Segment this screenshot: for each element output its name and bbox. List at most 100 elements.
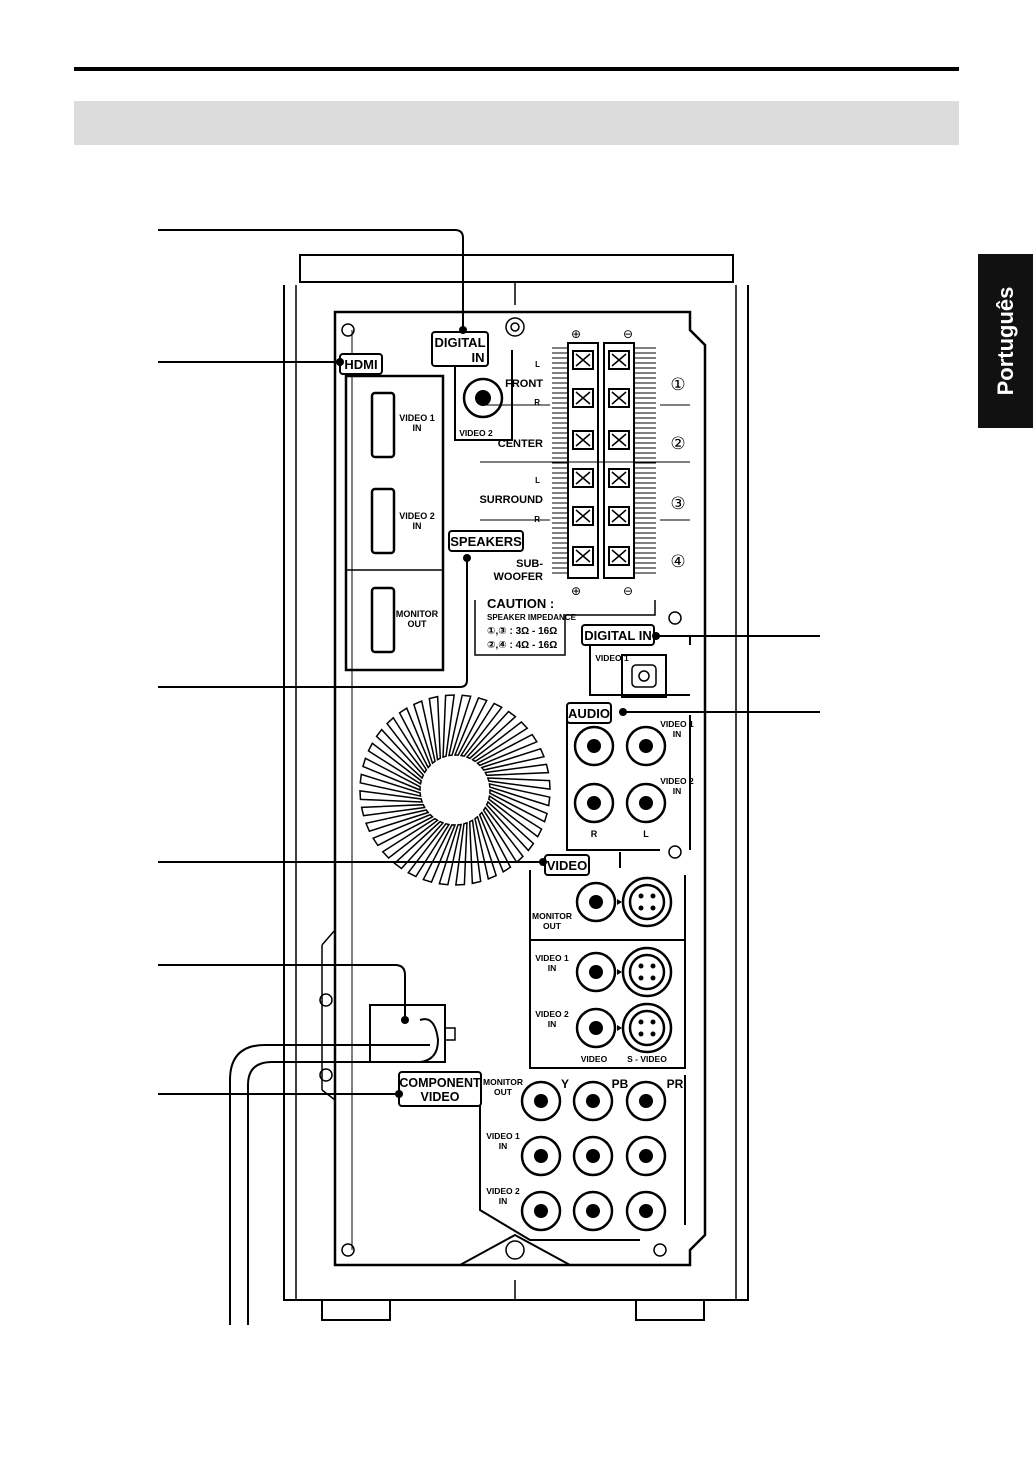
speaker-plus-top: ⊕ (571, 327, 581, 341)
coax-jack (475, 390, 491, 406)
svg-text:L: L (535, 476, 540, 485)
channel-number-4: ④ (670, 552, 685, 571)
fan-slot (447, 694, 472, 757)
optical-jack (621, 654, 667, 698)
fan-slot (485, 800, 535, 852)
callout-digital-in-top (158, 229, 464, 330)
svg-text:R: R (534, 398, 540, 407)
fan-slot (453, 697, 488, 756)
hdmi-port-monitor (370, 586, 396, 654)
fan-slot (468, 819, 482, 885)
speaker-terminal-clip (608, 506, 630, 526)
fan-slot (422, 824, 457, 883)
component-video-block: MONITOR OUT Y PB PR VIDEO 1 IN VIDEO 2 I… (398, 1071, 686, 1241)
fan-slot (486, 777, 551, 791)
fan-slot (484, 763, 550, 777)
callout-lines (158, 229, 820, 1095)
callout-speakers (158, 558, 468, 688)
coax-video2-label: VIDEO 2 (459, 428, 493, 438)
fan-slot (364, 809, 430, 833)
svg-text:IN: IN (499, 1141, 508, 1151)
speaker-terminal-cross (575, 471, 591, 485)
svg-text:IN: IN (548, 963, 557, 973)
speaker-terminal-clip (608, 388, 630, 408)
speaker-terminals: ⊕ ⊖ ⊕ ⊖ FRONT L R CENTER SURROUND L R SU… (448, 327, 690, 656)
component-video1-label: VIDEO 1 (486, 1131, 520, 1141)
digital-in-top-label: DIGITAL (434, 335, 485, 350)
speaker-terminal-clip (572, 430, 594, 450)
audio-block: VIDEO 1 IN VIDEO 2 IN R L AUDIO (566, 702, 694, 851)
speaker-terminal-cross (611, 391, 627, 405)
video-video2-label: VIDEO 2 (535, 1009, 569, 1019)
unit-body (229, 254, 749, 1325)
fan-slot (407, 822, 451, 878)
callout-power-cord (158, 964, 406, 1020)
svg-text:IN: IN (472, 350, 485, 365)
speaker-terminal-cross (575, 391, 591, 405)
fan-slot (428, 695, 442, 761)
hdmi-video1-label: VIDEO 1 (399, 413, 435, 423)
audio-label: AUDIO (568, 706, 610, 721)
fan-slot (465, 710, 517, 760)
svg-text:R: R (534, 515, 540, 524)
fan-slot (359, 789, 424, 803)
video-label: VIDEO (547, 858, 587, 873)
channel-number-2: ② (670, 434, 685, 453)
speaker-terminal-clip (608, 546, 630, 566)
speaker-terminal-clip (572, 468, 594, 488)
audio-l-label: L (643, 829, 649, 839)
fan-slot (412, 699, 436, 765)
fan-slot (372, 813, 434, 847)
fan-slot (476, 733, 538, 767)
language-tab: Português (978, 254, 1033, 428)
svg-text:IN: IN (413, 423, 422, 433)
channel-number-1: ① (670, 375, 685, 394)
fan-slot (454, 821, 468, 886)
speaker-terminal-cross (611, 353, 627, 367)
fan-slot (398, 707, 432, 769)
channel-number-3: ③ (670, 494, 685, 513)
hdmi-block: VIDEO 1 IN VIDEO 2 IN MONITOR OUT HDMI (339, 353, 445, 672)
audio-video1-label: VIDEO 1 (660, 719, 694, 729)
screws (319, 317, 682, 1260)
hdmi-label: HDMI (344, 357, 377, 372)
fan-slot (386, 716, 428, 774)
fan-slot (459, 702, 503, 758)
speaker-minus-top: ⊖ (623, 327, 633, 341)
front-label: FRONT (505, 378, 543, 390)
component-monitor-label: MONITOR (483, 1077, 523, 1087)
fan-slot (359, 773, 422, 798)
fan-slot (367, 742, 423, 786)
impedance-row-2: ②,④ : 4Ω - 16Ω (487, 640, 557, 651)
fan-slot (381, 817, 439, 859)
svg-text:IN: IN (548, 1019, 557, 1029)
svg-text:OUT: OUT (543, 921, 562, 931)
video-composite-label: VIDEO (581, 1054, 608, 1064)
speaker-terminal-clip (608, 430, 630, 450)
hdmi-port-video2 (370, 487, 396, 555)
fan-slot (360, 803, 426, 817)
fan-slot (474, 815, 498, 881)
fan-slot (478, 811, 512, 873)
fan-slot (489, 788, 548, 823)
speaker-terminal-clip (572, 546, 594, 566)
component-video2-label: VIDEO 2 (486, 1186, 520, 1196)
fan-slot (488, 782, 551, 807)
video-block: MONITOR OUT VIDEO 1 IN VIDEO 2 IN VIDEO … (529, 852, 686, 1069)
speaker-terminal-cross (575, 433, 591, 447)
speaker-plus-bottom: ⊕ (571, 584, 581, 598)
fan-slot (438, 823, 463, 886)
speaker-terminal-cross (611, 509, 627, 523)
hdmi-port-video1 (370, 391, 396, 459)
hdmi-video2-label: VIDEO 2 (399, 511, 435, 521)
subwoofer-label: SUB- (516, 558, 543, 570)
svg-text:OUT: OUT (408, 619, 428, 629)
speaker-terminal-cross (575, 509, 591, 523)
audio-r-label: R (591, 829, 598, 839)
speaker-terminal-cross (611, 471, 627, 485)
component-video-label: COMPONENT (399, 1076, 481, 1090)
speaker-terminal-clip (608, 350, 630, 370)
audio-video2-label: VIDEO 2 (660, 776, 694, 786)
speaker-terminal-clip (572, 388, 594, 408)
component-pb-label: PB (612, 1077, 629, 1091)
